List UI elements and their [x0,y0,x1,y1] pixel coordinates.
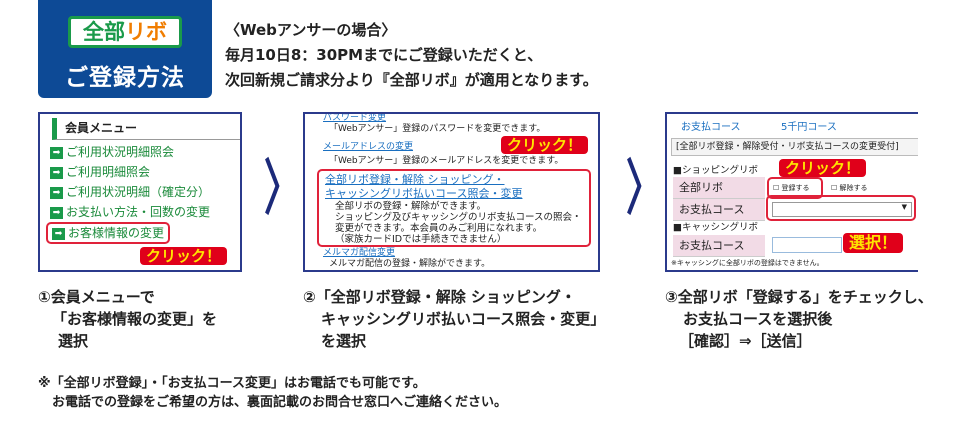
desc-line: （家族カードIDでは手続きできません） [335,234,507,245]
caption-line: ②「全部リボ登録・解除 ショッピング・ [303,288,576,306]
mailmag-link[interactable]: メルマガ配信変更 [323,248,396,258]
link-line: キャッシングリボ払いコース照会・変更 [325,187,523,200]
arrow-right-icon: ➡ [50,206,63,219]
caption-line: ③全部リボ「登録する」をチェックし、 [665,288,933,306]
caption-line: ［確認］⇒［送信］ [679,332,812,350]
logo-text-1: 全部 [83,20,125,44]
intro-line: 〈Webアンサーの場合〉 [225,21,397,39]
password-desc: 「Webアンサー」登録のパスワードを変更できます。 [329,124,546,134]
menu-item[interactable]: ➡ご利用明細照会 [50,164,150,180]
chevron-right-icon: 〉 [264,154,300,224]
caption-line: 「お客様情報の変更」を [52,310,218,328]
caption-line: お支払コースを選択後 [683,310,833,328]
step1-screenshot: 会員メニュー ➡ご利用状況明細照会 ➡ご利用明細照会 ➡ご利用状況明細（確定分）… [38,112,242,272]
register-checkbox[interactable]: ☐ 登録する [767,177,823,199]
menu-item[interactable]: ➡ご利用状況明細（確定分） [50,184,210,200]
caption-line: キャッシングリボ払いコース照会・変更」 [321,310,606,328]
note-line: ※「全部リボ登録」・「お支払コース変更」はお電話でも可能です。 [38,376,426,391]
email-desc: 「Webアンサー」登録のメールアドレスを変更できます。 [329,156,564,166]
row-label: お支払コース [673,199,765,221]
pay-course-select[interactable]: ▼ [772,202,912,217]
checkbox-label: 解除する [839,184,868,192]
arrow-right-icon: ➡ [50,186,63,199]
footnote: ※キャッシングに全部リボの登録はできません。 [671,259,824,267]
step3-caption: ③全部リボ「登録する」をチェックし、お支払コースを選択後 ［確認］⇒［送信］ [665,286,933,352]
click-callout: クリック！ [779,159,867,177]
step1-caption: ①会員メニューで「お客様情報の変更」を選択 [38,286,217,352]
intro-line: 毎月10日8：30PMまでにご登録いただくと、 [225,46,543,64]
menu-item-label: お客様情報の変更 [68,226,165,240]
desc-line: ショッピング及びキャッシングのリボ支払コースの照会・ [335,212,582,223]
desc-line: 全部リボの登録・解除ができます。 [335,201,487,212]
intro-line: 次回新規ご請求分より『全部リボ』が適用となります。 [225,71,598,89]
note-line: お電話での登録をご希望の方は、裏面記載のお問合せ窓口へご連絡ください。 [52,395,508,410]
click-callout: クリック！ [501,136,589,154]
menu-item[interactable]: ➡ご利用状況明細照会 [50,144,174,160]
select-highlight [766,195,916,221]
header-badge: 全部リボ ご登録方法 [38,0,212,98]
menu-item[interactable]: ➡お支払い方法・回数の変更 [50,204,210,220]
menu-item-label: ご利用明細照会 [66,165,151,179]
intro-text: 〈Webアンサーの場合〉 毎月10日8：30PMまでにご登録いただくと、 次回新… [225,18,598,93]
cashing-heading: ■キャッシングリボ [673,222,758,233]
password-link[interactable]: パスワード変更 [323,113,387,123]
select-callout: 選択！ [843,233,904,253]
caption-line: 選択 [58,332,89,350]
caption-line: を選択 [321,332,367,350]
pay-course-row: お支払コース ▼ [673,199,913,221]
row-label: お支払コース [673,235,765,257]
menu-item-customer-info[interactable]: ➡お客様情報の変更 [46,222,171,244]
cashing-pay-course-input[interactable] [772,237,842,253]
checkbox-label: 登録する [781,184,810,192]
member-menu-title: 会員メニュー [52,118,240,140]
step2-screenshot: パスワード変更 「Webアンサー」登録のパスワードを変更できます。 メールアドレ… [303,112,600,272]
course-value: 5千円コース [781,122,837,133]
cashing-pay-course-row: お支払コース [673,235,913,257]
zenbu-ribo-row: 全部リボ ☐ 登録する ☐ 解除する [673,177,913,199]
chevron-right-icon: 〉 [626,154,662,224]
menu-item-label: お支払い方法・回数の変更 [66,205,211,219]
shopping-heading: ■ショッピングリボ [673,165,758,176]
zenbu-ribo-logo: 全部リボ [68,16,182,48]
zenbu-ribo-link[interactable]: 全部リボ登録・解除 ショッピング・キャッシングリボ払いコース照会・変更 [325,173,522,201]
cancel-checkbox[interactable]: ☐ 解除する [831,184,868,192]
click-callout: クリック！ [140,247,228,265]
link-line: 全部リボ登録・解除 ショッピング・ [325,173,505,186]
row-label: 全部リボ [673,177,765,199]
email-link[interactable]: メールアドレスの変更 [323,142,414,152]
menu-item-label: ご利用状況明細（確定分） [66,185,211,199]
course-label: お支払コース [681,122,741,133]
phone-note: ※「全部リボ登録」・「お支払コース変更」はお電話でも可能です。お電話での登録をご… [38,374,507,412]
arrow-right-icon: ➡ [50,166,63,179]
zenbu-ribo-desc: 全部リボの登録・解除ができます。ショッピング及びキャッシングのリボ支払コースの照… [335,201,582,245]
mailmag-desc: メルマガ配信の登録・解除ができます。 [329,259,491,269]
arrow-right-icon: ➡ [50,146,63,159]
highlight-box: 全部リボ登録・解除 ショッピング・キャッシングリボ払いコース照会・変更 全部リボ… [317,169,591,247]
caption-line: ①会員メニューで [38,288,155,306]
page-title: ご登録方法 [65,65,185,91]
step2-caption: ②「全部リボ登録・解除 ショッピング・キャッシングリボ払いコース照会・変更」を選… [303,286,605,352]
banner: [全部リボ登録・解除受付・リボ支払コースの変更受付] [671,138,918,156]
step3-screenshot: お支払コース 5千円コース [全部リボ登録・解除受付・リボ支払コースの変更受付]… [665,112,918,272]
menu-item-label: ご利用状況明細照会 [66,145,175,159]
logo-text-2: リボ [125,20,167,44]
desc-line: 変更ができます。本会員のみご利用になれます。 [335,223,543,234]
arrow-right-icon: ➡ [52,227,65,240]
